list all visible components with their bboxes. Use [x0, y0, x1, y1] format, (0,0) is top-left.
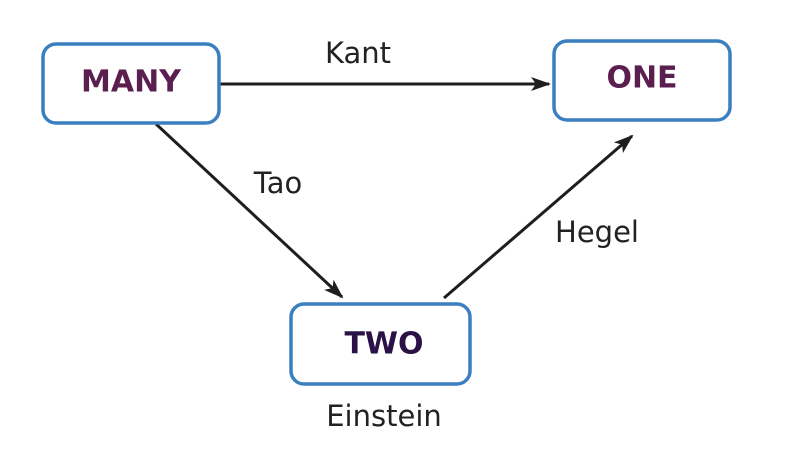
edge-many-to-two: [154, 122, 344, 299]
node-many: MANY: [41, 42, 221, 125]
node-two-label: TWO: [344, 327, 423, 362]
node-two-box: [289, 302, 472, 386]
node-one: ONE: [552, 39, 732, 122]
node-one-label: ONE: [606, 61, 677, 96]
edge-label-tao: Tao: [253, 166, 302, 200]
edge-label-kant: Kant: [325, 36, 391, 70]
node-one-box: [552, 39, 732, 122]
annotation-einstein: Einstein: [326, 399, 442, 433]
node-many-label: MANY: [81, 65, 182, 100]
edge-two-to-one: [443, 134, 634, 300]
arrow-many-to-two: [154, 122, 344, 299]
edge-label-hegel: Hegel: [555, 215, 639, 249]
node-many-box: [41, 42, 221, 125]
node-two: TWO: [289, 302, 472, 386]
arrow-two-to-one: [443, 134, 634, 300]
